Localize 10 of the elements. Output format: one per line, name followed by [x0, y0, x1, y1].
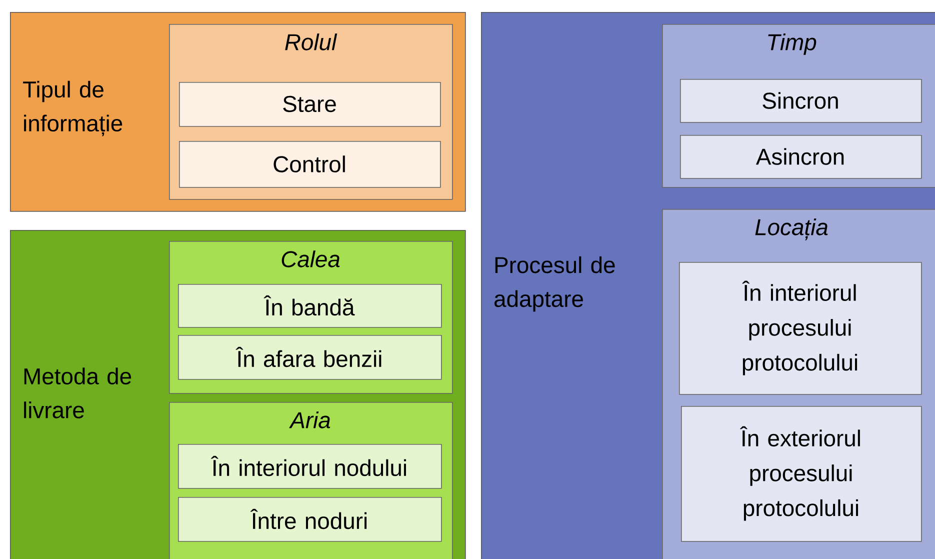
item-box: Sincron: [680, 79, 922, 123]
item-box: În interiorul nodului: [178, 444, 442, 489]
item-box: Între noduri: [178, 496, 442, 542]
item-box: În interiorul procesului protocolului: [679, 262, 922, 395]
item-box: În bandă: [178, 284, 442, 328]
item-box: Control: [179, 140, 441, 188]
item-box: În afara benzii: [178, 334, 442, 380]
item-box: În exteriorul procesului protocolului: [681, 406, 922, 542]
item-box: Asincron: [680, 134, 922, 179]
item-box: Stare: [179, 82, 441, 127]
